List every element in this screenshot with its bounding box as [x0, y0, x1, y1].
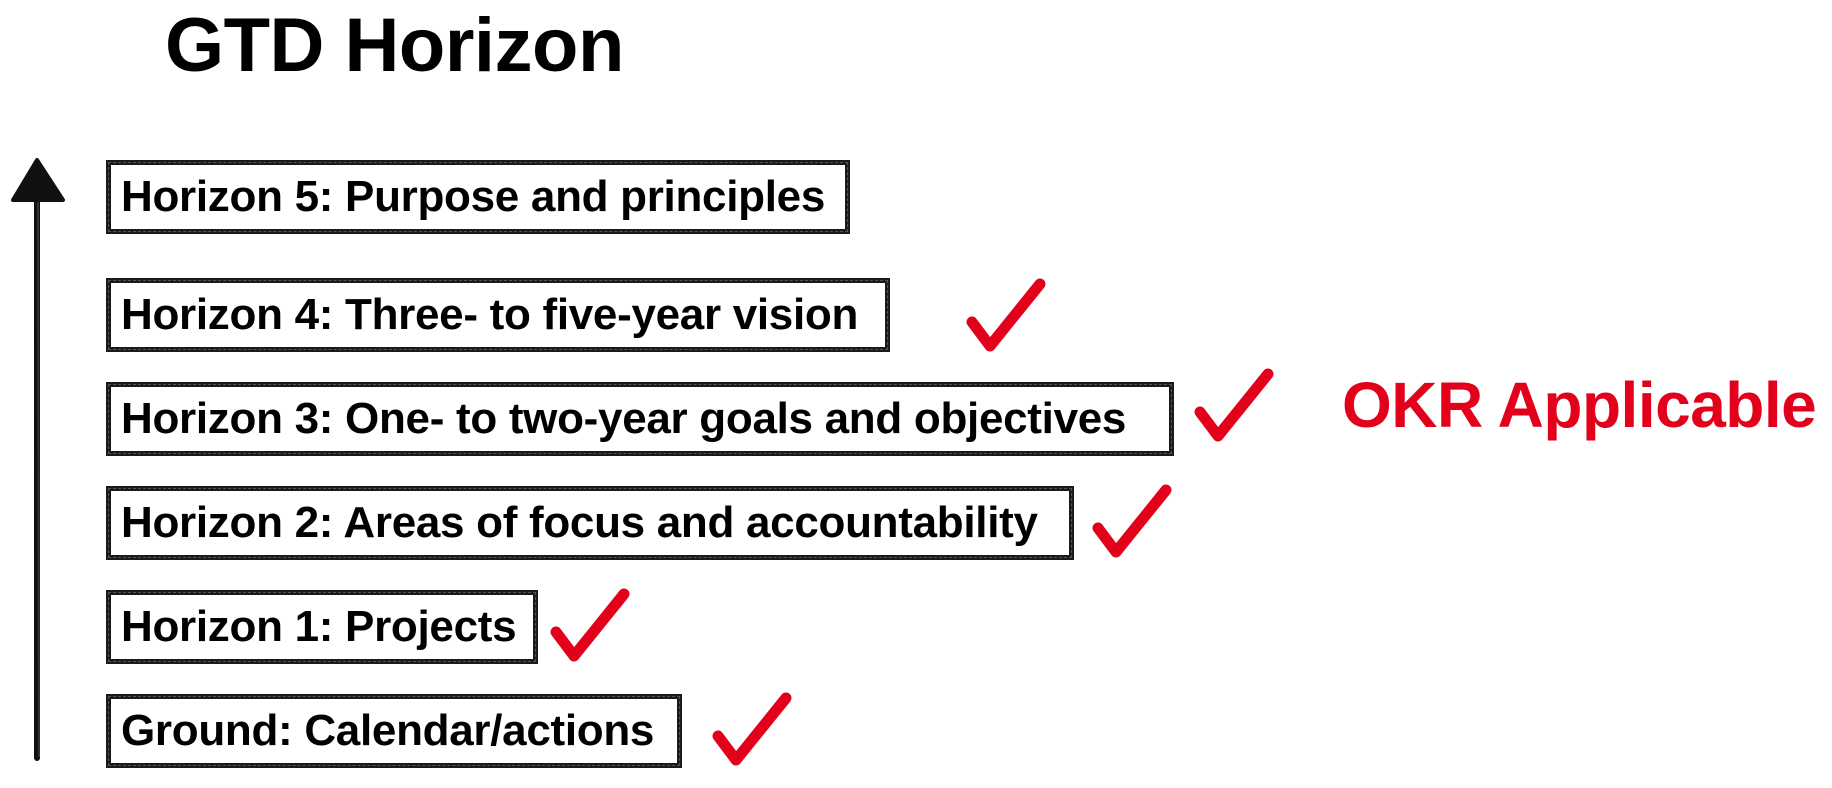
ground-label: Ground: Calendar/actions [121, 706, 655, 755]
checkmark-icon [966, 278, 1046, 352]
upward-arrow-icon [11, 158, 65, 761]
okr-applicable-label: OKR Applicable [1342, 369, 1817, 441]
horizon-5-label: Horizon 5: Purpose and principles [121, 172, 825, 221]
horizon-3-box: Horizon 3: One- to two-year goals and ob… [106, 382, 1174, 456]
checkmark-icon [712, 692, 792, 766]
checkmark-icon [550, 588, 630, 662]
horizon-1-box: Horizon 1: Projects [106, 590, 538, 664]
checkmark-icon [1194, 368, 1274, 442]
horizon-2-label: Horizon 2: Areas of focus and accountabi… [121, 498, 1038, 547]
horizon-4-box: Horizon 4: Three- to five-year vision [106, 278, 890, 352]
horizon-4-label: Horizon 4: Three- to five-year vision [121, 290, 859, 339]
checkmark-icon [1092, 484, 1172, 558]
page-title: GTD Horizon [165, 3, 624, 88]
horizon-1-label: Horizon 1: Projects [121, 602, 517, 651]
ground-box: Ground: Calendar/actions [106, 694, 682, 768]
horizon-5-box: Horizon 5: Purpose and principles [106, 160, 850, 234]
horizon-2-box: Horizon 2: Areas of focus and accountabi… [106, 486, 1074, 560]
horizon-3-label: Horizon 3: One- to two-year goals and ob… [121, 394, 1127, 443]
